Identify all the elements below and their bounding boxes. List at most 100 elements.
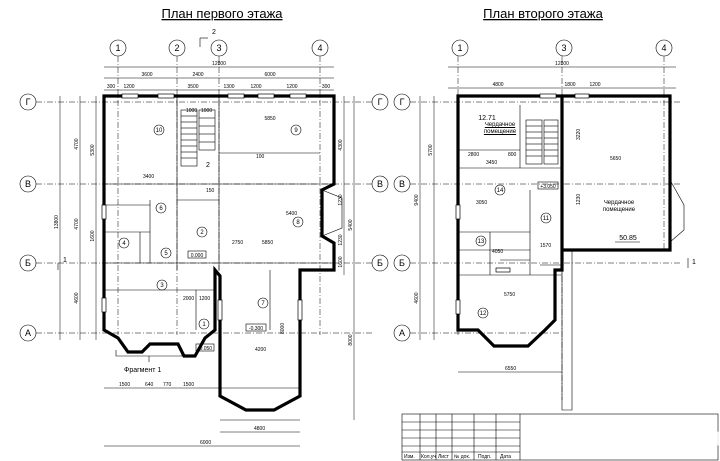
- avito-watermark-text: Avito: [642, 420, 720, 453]
- f2-room-12: 12: [477, 307, 489, 319]
- f2-room-14: 14: [494, 184, 506, 196]
- svg-text:5: 5: [164, 251, 168, 257]
- f2-attic1-label: Чердачное помещение: [483, 122, 517, 135]
- f2-left-dim: 4600: [414, 292, 420, 303]
- f2-axis-bubble-v: В: [393, 175, 411, 193]
- f2-inner-dim: 800: [508, 152, 517, 158]
- f2-axis-bubble-g: Г: [393, 93, 411, 111]
- f2-stair-shaft: [561, 250, 573, 411]
- svg-text:В: В: [25, 179, 31, 189]
- f1-room-3: 3: [156, 279, 168, 291]
- f1-left-dim: 1600: [90, 230, 96, 241]
- f1-inner-walls: [104, 96, 334, 330]
- f1-right-dim: 1230: [338, 194, 344, 205]
- axis-bubble-1: 1: [109, 39, 127, 57]
- f1-left-dim: 4600: [74, 292, 80, 303]
- svg-text:1: 1: [202, 322, 206, 328]
- axis-bubble-2: 2: [168, 39, 186, 57]
- svg-text:3: 3: [561, 43, 566, 53]
- f2-outer-wall: [456, 94, 564, 348]
- f2-windows: [455, 93, 590, 315]
- f2-inner-dim: 5650: [610, 156, 621, 162]
- f1-top-dim: 2400: [192, 72, 203, 78]
- svg-text:2: 2: [200, 230, 204, 236]
- svg-text:Б: Б: [377, 258, 383, 268]
- svg-text:4: 4: [317, 43, 322, 53]
- floor2-plan: 1 3 4 Г В Б А 12800 4800 1800 1200 5700 …: [393, 39, 696, 411]
- f2-roof-bay: [669, 179, 685, 243]
- svg-text:-0.300: -0.300: [249, 326, 263, 332]
- svg-text:4: 4: [122, 241, 126, 247]
- f1-level-m050: -0.050: [195, 343, 215, 352]
- f1-inner-dim: 2000: [183, 296, 194, 302]
- axis-bubble-g-left: Г: [19, 93, 37, 111]
- f1-room-1: 1: [198, 318, 210, 330]
- svg-text:12: 12: [480, 311, 487, 317]
- f1-inner-dim: 5850: [262, 240, 273, 246]
- svg-text:В: В: [399, 179, 405, 189]
- f1-inner-dim: 1000: [201, 108, 212, 114]
- floor2-title: План второго этажа: [483, 6, 603, 21]
- f2-top-dim: 4800: [492, 82, 503, 88]
- f2-top-overall: 12800: [555, 61, 569, 67]
- svg-text:4: 4: [661, 43, 666, 53]
- f1-window-dim: 1300: [223, 84, 234, 90]
- f2-attic-wall: [562, 94, 672, 252]
- axis-bubble-a-left: А: [19, 324, 37, 342]
- svg-text:13: 13: [478, 239, 485, 245]
- stamp-cell: Дата: [500, 454, 511, 460]
- svg-text:Г: Г: [378, 97, 383, 107]
- f2-attic2-label: Чердачное помещение: [602, 200, 636, 213]
- f1-inner-dim: 150: [206, 188, 215, 194]
- f1-bottom-dim: 640: [145, 382, 154, 388]
- axis-bubble-v-right: В: [371, 175, 389, 193]
- f1-section-mark: 2: [212, 29, 216, 36]
- f2-left-dim: 5700: [428, 144, 434, 155]
- f1-right-dim: 5400: [348, 219, 354, 230]
- f2-inner-dim: 1230: [576, 194, 582, 205]
- f1-bottom-dim: 4800: [254, 426, 265, 432]
- f2-inner-dim: 1570: [540, 243, 551, 249]
- stamp-cell: № док.: [454, 454, 470, 460]
- f2-inner-dim: 6550: [505, 366, 516, 372]
- f1-inner-dim: 1000: [186, 108, 197, 114]
- f1-window-dim: 1200: [286, 84, 297, 90]
- svg-text:А: А: [25, 328, 31, 338]
- f2-inner-dim: 4050: [492, 249, 503, 255]
- avito-watermark: Avito: [609, 420, 720, 453]
- f1-inner-dim: 4200: [255, 347, 266, 353]
- f1-room-5: 5: [160, 247, 172, 259]
- f2-axis-bubble-a: А: [393, 324, 411, 342]
- axis-bubble-4: 4: [311, 39, 329, 57]
- f1-inner-dim: 3400: [143, 174, 154, 180]
- f1-room-8: 8: [292, 216, 304, 228]
- title-block-stamp: Изм. Кол.уч Лист № док. Подп. Дата: [401, 413, 719, 461]
- f2-inner-dim: 3220: [576, 129, 582, 140]
- f2-axis-bubble-3: 3: [555, 39, 573, 57]
- f1-left-dim: 4700: [74, 218, 80, 229]
- f1-left-dim: 4700: [74, 138, 80, 149]
- svg-text:7: 7: [261, 301, 265, 307]
- svg-text:Б: Б: [25, 258, 31, 268]
- f1-bottom-overall: 6000: [200, 440, 211, 446]
- f1-bottom-dim: 770: [163, 382, 172, 388]
- svg-text:0.000: 0.000: [191, 253, 204, 259]
- f2-room-13: 13: [475, 235, 487, 247]
- f2-top-dim: 1800: [564, 82, 575, 88]
- f1-right-dim: 1600: [338, 256, 344, 267]
- f1-level-m300: -0.300: [245, 323, 267, 332]
- f1-window-dim: 300: [107, 84, 116, 90]
- svg-text:Г: Г: [400, 97, 405, 107]
- f1-right-overall: 8000: [348, 334, 354, 345]
- svg-text:6: 6: [159, 206, 163, 212]
- f1-room-6: 6: [155, 202, 167, 214]
- f2-room-11: 11: [540, 212, 552, 224]
- f1-stair-mark: 2: [206, 162, 210, 169]
- svg-text:11: 11: [543, 216, 550, 222]
- stamp-cell: Кол.уч: [421, 454, 436, 460]
- f1-level-0: 0.000: [187, 250, 207, 259]
- axis-bubble-g-right: Г: [371, 93, 389, 111]
- floor1-plan: 1 2 3 4 Г В Б А Г В Б 12800 3600 2400 60…: [19, 29, 389, 447]
- f2-section-mark: 1: [692, 259, 696, 266]
- axis-bubble-v-left: В: [19, 175, 37, 193]
